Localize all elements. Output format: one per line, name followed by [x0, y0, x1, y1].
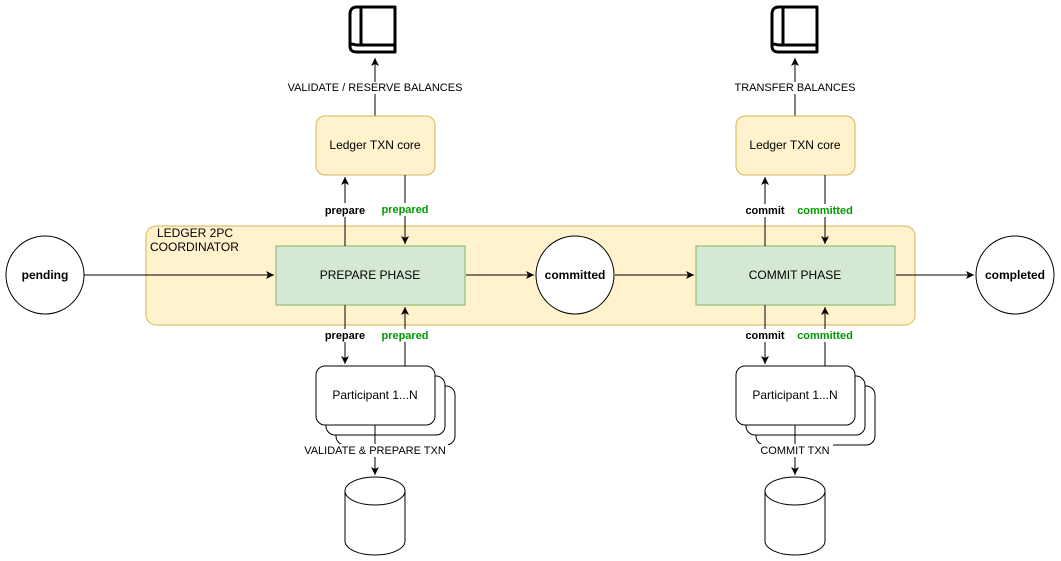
commit-phase-box[interactable]: COMMIT PHASE	[695, 245, 896, 306]
state-committed[interactable]: committed	[535, 235, 615, 315]
ledger-right-operation: TRANSFER BALANCES	[734, 82, 855, 94]
state-pending[interactable]: pending	[5, 235, 85, 315]
participants-right-operation: COMMIT TXN	[760, 445, 829, 457]
msg-commit-to-participants: commit	[745, 330, 784, 342]
ledger-core-right-label: Ledger TXN core	[749, 138, 840, 152]
participants-left-label: Participant 1...N	[332, 388, 417, 402]
commit-phase-label: COMMIT PHASE	[749, 268, 841, 282]
msg-prepare-to-participants: prepare	[325, 330, 365, 342]
participants-left[interactable]: Participant 1...N	[315, 365, 456, 446]
coordinator-label-line1: LEDGER 2PC	[157, 226, 233, 240]
msg-participants-committed: committed	[797, 330, 853, 342]
prepare-phase-box[interactable]: PREPARE PHASE	[275, 245, 466, 306]
ledger-left-operation: VALIDATE / RESERVE BALANCES	[288, 82, 463, 94]
msg-ledger-committed: committed	[797, 205, 853, 217]
book-icon	[348, 5, 397, 54]
state-completed-label: completed	[985, 268, 1045, 282]
participants-right[interactable]: Participant 1...N	[735, 365, 876, 446]
msg-prepare-to-ledger: prepare	[325, 205, 365, 217]
database-icon	[344, 476, 406, 556]
prepare-phase-label: PREPARE PHASE	[320, 268, 420, 282]
msg-ledger-prepared: prepared	[381, 204, 428, 216]
ledger-core-left-label: Ledger TXN core	[329, 138, 420, 152]
book-icon	[770, 5, 819, 54]
ledger-core-left[interactable]: Ledger TXN core	[315, 115, 436, 176]
coordinator-label-line2: COORDINATOR	[150, 240, 239, 254]
ledger-core-right[interactable]: Ledger TXN core	[735, 115, 856, 176]
state-committed-label: committed	[545, 268, 606, 282]
participants-left-operation: VALIDATE & PREPARE TXN	[304, 445, 446, 457]
msg-commit-to-ledger: commit	[745, 205, 784, 217]
participants-right-label: Participant 1...N	[752, 388, 837, 402]
database-icon	[764, 476, 826, 556]
msg-participants-prepared: prepared	[381, 330, 428, 342]
state-completed[interactable]: completed	[975, 235, 1055, 315]
state-pending-label: pending	[22, 268, 69, 282]
